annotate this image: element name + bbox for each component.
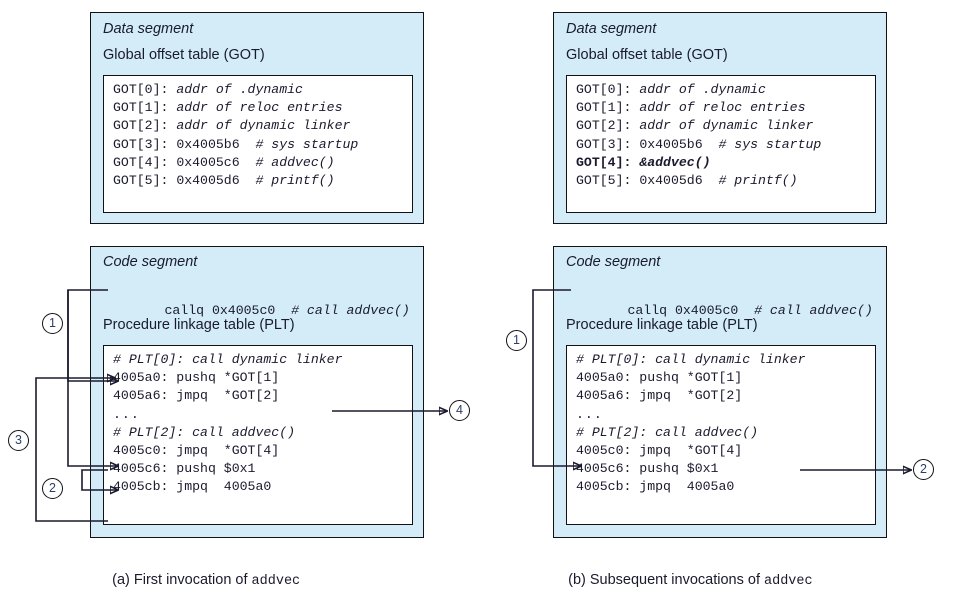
right-caption: (b) Subsequent invocations of addvec <box>552 556 813 605</box>
right-code-segment-title: Code segment <box>566 254 661 270</box>
right-plt-subtitle: Procedure linkage table (PLT) <box>566 317 758 333</box>
left-got-table: GOT[0]: addr of .dynamic GOT[1]: addr of… <box>103 75 413 213</box>
right-got-table: GOT[0]: addr of .dynamic GOT[1]: addr of… <box>566 75 876 213</box>
left-caption: (a) First invocation of addvec <box>96 556 300 605</box>
marker-circle-3-left: 3 <box>8 430 29 451</box>
plt-row: 4005cb: jmpq 4005a0 <box>576 479 735 495</box>
left-data-segment-panel: Data segment Global offset table (GOT) G… <box>90 12 424 224</box>
plt-row: 4005c6: pushq $0x1 <box>113 461 256 477</box>
got-row: GOT[5]: 0x4005d6 # printf() <box>576 173 798 189</box>
left-data-segment-title: Data segment <box>103 21 194 37</box>
left-callq-line: callq 0x4005c0 # call addvec() <box>117 288 410 333</box>
right-callq-line: callq 0x4005c0 # call addvec() <box>580 288 873 333</box>
got-row: GOT[0]: addr of .dynamic <box>113 82 303 97</box>
got-row: GOT[3]: 0x4005b6 # sys startup <box>576 136 822 152</box>
marker-circle-1-right: 1 <box>506 330 527 351</box>
got-row: GOT[5]: 0x4005d6 # printf() <box>113 173 335 189</box>
left-callq-text: callq 0x4005c0 <box>164 303 276 318</box>
right-code-segment-panel: Code segment callq 0x4005c0 # call addve… <box>553 246 887 538</box>
plt-row: # PLT[0]: call dynamic linker <box>113 352 343 367</box>
marker-circle-4-left: 4 <box>449 400 470 421</box>
plt-row: 4005a6: jmpq *GOT[2] <box>576 388 743 404</box>
got-row: GOT[4]: &addvec() <box>576 154 711 170</box>
right-caption-mono: addvec <box>764 574 813 589</box>
plt-row: ... <box>576 406 603 422</box>
plt-row: # PLT[2]: call addvec() <box>113 424 296 440</box>
marker-circle-1-left: 1 <box>42 313 63 334</box>
left-callq-comment: # call addvec() <box>291 303 410 318</box>
got-row: GOT[1]: addr of reloc entries <box>113 100 343 116</box>
plt-row: # PLT[0]: call dynamic linker <box>576 352 806 367</box>
right-caption-text: (b) Subsequent invocations of <box>568 572 764 588</box>
marker-circle-2-left: 2 <box>42 478 63 499</box>
left-code-segment-panel: Code segment callq 0x4005c0 # call addve… <box>90 246 424 538</box>
plt-row: 4005c6: pushq $0x1 <box>576 461 719 477</box>
left-plt-subtitle: Procedure linkage table (PLT) <box>103 317 295 333</box>
plt-row: 4005cb: jmpq 4005a0 <box>113 479 272 495</box>
got-row: GOT[0]: addr of .dynamic <box>576 82 766 97</box>
got-row: GOT[1]: addr of reloc entries <box>576 100 806 116</box>
right-data-segment-title: Data segment <box>566 21 657 37</box>
plt-row: 4005a0: pushq *GOT[1] <box>576 370 743 386</box>
plt-row: 4005c0: jmpq *GOT[4] <box>113 443 280 459</box>
left-caption-text: (a) First invocation of <box>112 572 252 588</box>
right-plt-table: # PLT[0]: call dynamic linker 4005a0: pu… <box>566 345 876 525</box>
plt-row: # PLT[2]: call addvec() <box>576 424 759 440</box>
left-got-subtitle: Global offset table (GOT) <box>103 47 265 63</box>
plt-row: 4005a6: jmpq *GOT[2] <box>113 388 280 404</box>
right-data-segment-panel: Data segment Global offset table (GOT) G… <box>553 12 887 224</box>
marker-circle-2-right: 2 <box>913 459 934 480</box>
figure-root: Data segment Global offset table (GOT) G… <box>8 12 934 589</box>
plt-row: 4005c0: jmpq *GOT[4] <box>576 443 743 459</box>
got-row: GOT[2]: addr of dynamic linker <box>576 118 814 134</box>
left-code-segment-title: Code segment <box>103 254 198 270</box>
got-row: GOT[2]: addr of dynamic linker <box>113 118 351 134</box>
plt-row: ... <box>113 406 140 422</box>
plt-row: 4005a0: pushq *GOT[1] <box>113 370 280 386</box>
got-row: GOT[4]: 0x4005c6 # addvec() <box>113 154 335 170</box>
got-row: GOT[3]: 0x4005b6 # sys startup <box>113 136 359 152</box>
right-callq-comment: # call addvec() <box>754 303 873 318</box>
left-plt-table: # PLT[0]: call dynamic linker 4005a0: pu… <box>103 345 413 525</box>
right-callq-text: callq 0x4005c0 <box>627 303 739 318</box>
left-caption-mono: addvec <box>251 574 301 589</box>
right-got-subtitle: Global offset table (GOT) <box>566 47 728 63</box>
